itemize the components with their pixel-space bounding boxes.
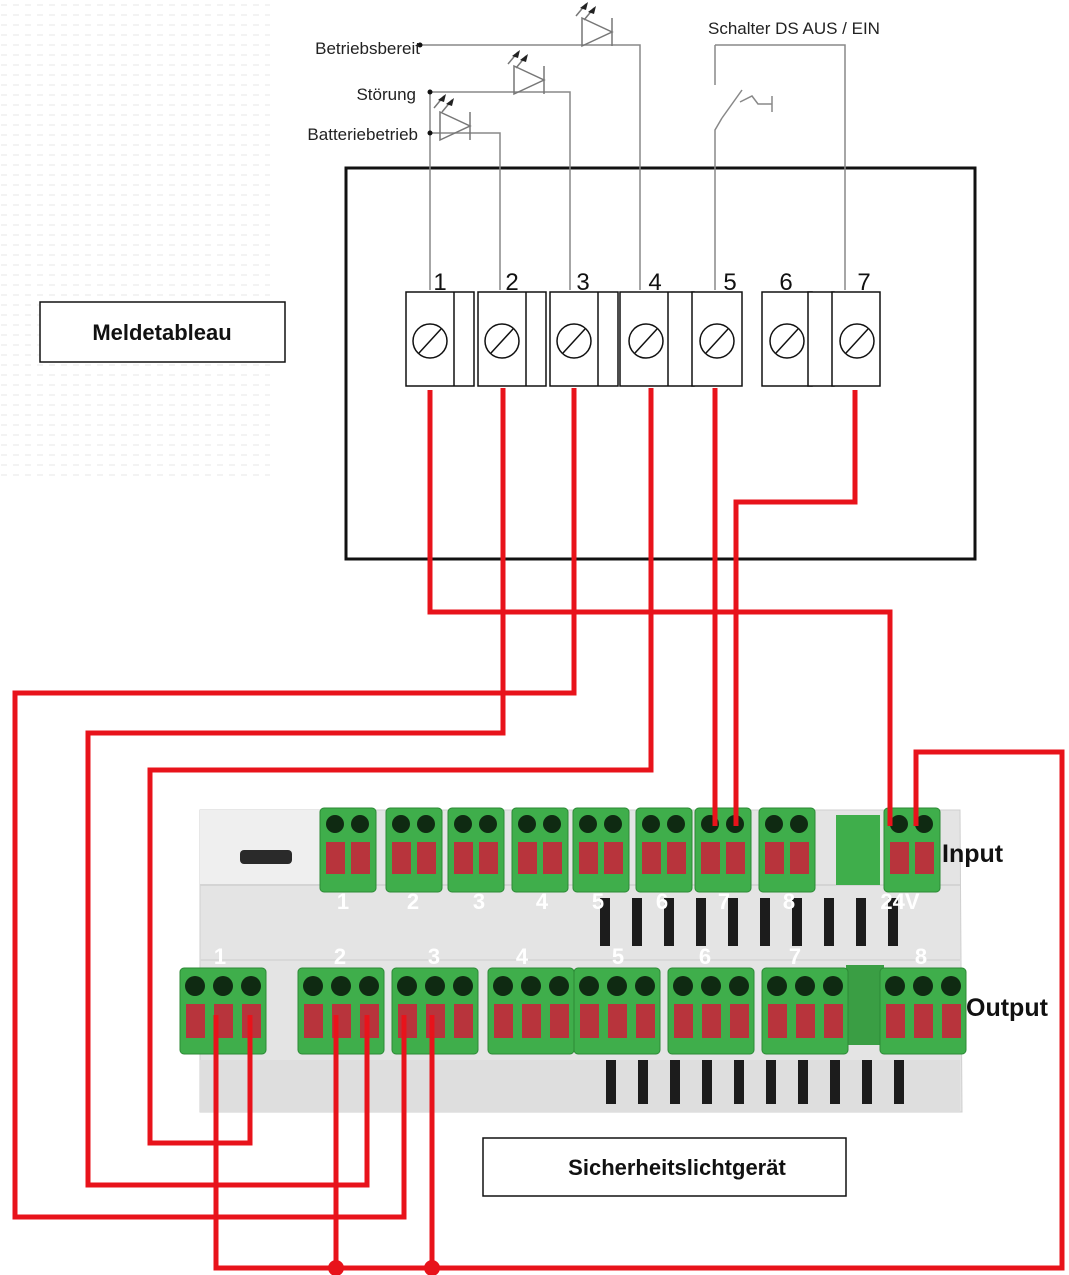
led-batteriebetrieb-icon <box>433 94 472 142</box>
panel-screw-icon <box>628 323 664 359</box>
wire-24v-loop-bus <box>213 749 1065 1271</box>
bus-junction-dots <box>328 1260 440 1275</box>
input-terminal-block[interactable] <box>758 807 816 893</box>
input-terminal-block[interactable] <box>385 807 443 893</box>
panel-screw-icon <box>412 323 448 359</box>
meldetableau-label-box: Meldetableau <box>39 301 286 363</box>
device-slot <box>240 850 292 864</box>
input-terminal-number: 8 <box>783 889 795 914</box>
panel-terminal-number: 4 <box>648 269 661 296</box>
panel-screw-icon <box>556 323 592 359</box>
input-terminal-block[interactable] <box>447 807 505 893</box>
output-terminal-number: 5 <box>612 944 624 969</box>
input-terminal-number: 4 <box>536 889 549 914</box>
input-terminal-number: 2 <box>407 889 419 914</box>
panel-screw-icon <box>699 323 735 359</box>
input-terminal-block[interactable] <box>635 807 693 893</box>
input-terminal-number: 5 <box>592 889 604 914</box>
wire-panel3-to-output3 <box>12 388 577 1220</box>
panel-terminal-number: 3 <box>576 269 589 296</box>
panel-screw-icon <box>769 323 805 359</box>
device-label-box: Sicherheitslichtgerät <box>482 1137 847 1197</box>
output-terminal-number: 6 <box>699 944 711 969</box>
input-24v-block <box>836 815 880 885</box>
junction-dots <box>417 42 433 136</box>
input-label: Input <box>942 840 1004 868</box>
panel-screw-icon <box>839 323 875 359</box>
output-terminal-number: 8 <box>915 944 927 969</box>
panel-screws <box>412 323 875 359</box>
output-8-block <box>846 965 884 1045</box>
label-batteriebetrieb: Batteriebetrieb <box>307 125 418 144</box>
device-label: Sicherheitslichtgerät <box>568 1155 786 1180</box>
output-label: Output <box>966 994 1049 1022</box>
panel-terminal-number: 5 <box>723 269 736 296</box>
vent-slots-lower <box>606 1060 904 1104</box>
panel-terminal-numbers: 1 2 3 4 5 6 7 <box>433 269 870 296</box>
wire-panel1-to-24v <box>427 390 893 826</box>
input-terminal-number: 7 <box>718 889 730 914</box>
label-stoerung: Störung <box>356 85 416 104</box>
input-terminal-number: 6 <box>656 889 668 914</box>
input-terminal-block[interactable] <box>694 807 752 893</box>
output-terminal-numbers: 1 2 3 4 5 6 7 8 <box>214 944 927 969</box>
output-terminal-block[interactable] <box>573 967 661 1055</box>
led-stoerung-icon <box>507 50 546 96</box>
panel-terminal-number: 2 <box>505 269 518 296</box>
input-terminal-number: 1 <box>337 889 349 914</box>
label-betriebsbereit: Betriebsbereit <box>315 39 420 58</box>
output-terminal-block[interactable] <box>879 967 967 1055</box>
output-terminal-block[interactable] <box>761 967 849 1055</box>
output-terminal-block[interactable] <box>667 967 755 1055</box>
output-terminal-block[interactable] <box>487 967 575 1055</box>
output-terminal-number: 2 <box>334 944 346 969</box>
output-terminal-block[interactable] <box>297 967 385 1055</box>
panel-terminal-number: 7 <box>857 269 870 296</box>
vent-slots-upper <box>600 898 898 946</box>
schematic-wiring <box>420 44 846 290</box>
red-wires <box>12 388 1065 1271</box>
input-terminal-block[interactable] <box>511 807 569 893</box>
wire-panel4-to-output1 <box>147 388 654 1146</box>
output-terminal-number: 1 <box>214 944 226 969</box>
output-terminal-number: 7 <box>789 944 801 969</box>
input-terminal-block[interactable] <box>883 807 941 893</box>
input-terminal-number: 24V <box>880 889 919 914</box>
input-terminal-numbers: 1 2 3 4 5 6 7 8 24V <box>337 889 920 914</box>
output-terminal-block[interactable] <box>179 967 267 1055</box>
output-terminal-blocks <box>179 967 967 1055</box>
panel-terminal-number: 6 <box>779 269 792 296</box>
output-terminal-number: 3 <box>428 944 440 969</box>
meldetableau-label: Meldetableau <box>92 320 231 345</box>
panel-screw-icon <box>484 323 520 359</box>
input-terminal-number: 3 <box>473 889 485 914</box>
input-terminal-block[interactable] <box>572 807 630 893</box>
input-terminal-block[interactable] <box>319 807 377 893</box>
led-betriebsbereit-icon <box>575 2 614 48</box>
background-pattern <box>0 0 270 480</box>
panel-terminal-number: 1 <box>433 269 446 296</box>
label-switch: Schalter DS AUS / EIN <box>708 19 880 38</box>
output-terminal-number: 4 <box>516 944 529 969</box>
wire-panel7-to-input7b <box>733 390 858 826</box>
wire-panel2-to-output2 <box>85 388 506 1188</box>
input-terminal-blocks <box>319 807 941 893</box>
